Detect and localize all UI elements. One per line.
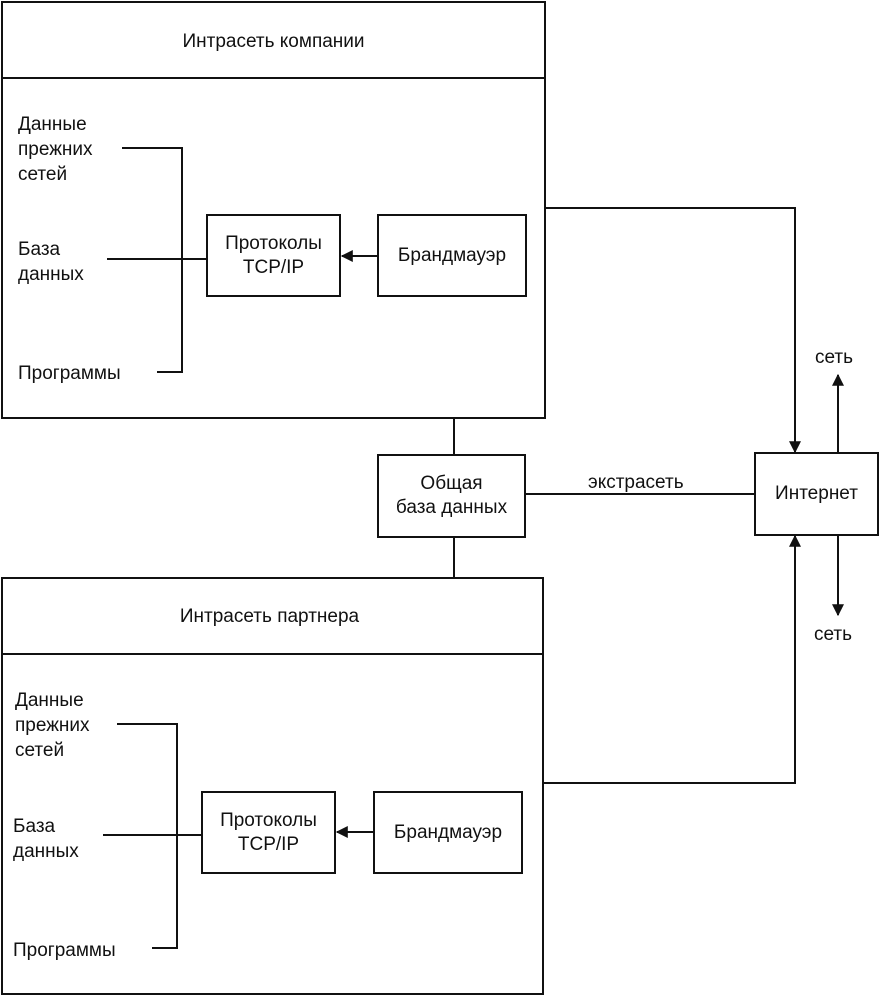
- partner-database-text: База данных: [13, 816, 79, 862]
- partner-legacy-data-text: Данные прежних сетей: [15, 690, 90, 761]
- partner-firewall-label: Брандмауэр: [374, 792, 522, 873]
- company-intranet-title: Интрасеть компании: [182, 31, 365, 52]
- shared-db-label: Общая база данных: [378, 455, 525, 537]
- internet-label: Интернет: [755, 453, 878, 535]
- company-firewall-text: Брандмауэр: [397, 244, 507, 266]
- company-programs-label: Программы: [18, 363, 121, 384]
- company-to-internet-arrow: [545, 207, 801, 454]
- shared-db-text: Общая база данных: [395, 473, 508, 518]
- company-database-text: База данных: [18, 239, 84, 285]
- partner-protocols-text: Протоколы TCP/IP: [220, 809, 317, 855]
- company-database-label: База данных: [18, 237, 84, 287]
- partner-protocols-label: Протоколы TCP/IP: [202, 792, 335, 873]
- partner-programs-label: Программы: [13, 940, 116, 961]
- company-firewall-label: Брандмауэр: [378, 215, 526, 296]
- company-legacy-data-text: Данные прежних сетей: [18, 114, 93, 185]
- partner-database-label: База данных: [13, 814, 79, 864]
- company-protocols-label: Протоколы TCP/IP: [207, 215, 340, 296]
- company-protocols-text: Протоколы TCP/IP: [225, 232, 322, 278]
- company-protocols-box: [206, 214, 341, 297]
- internet-text: Интернет: [775, 483, 858, 504]
- extranet-label: экстрасеть: [588, 472, 684, 493]
- net-up-label: сеть: [815, 347, 854, 368]
- partner-legacy-data-label: Данные прежних сетей: [15, 688, 90, 763]
- partner-intranet-frame: [1, 577, 544, 995]
- net-down-label: сеть: [814, 624, 853, 645]
- partner-intranet-title: Интрасеть партнера: [179, 606, 360, 627]
- partner-protocols-box: [201, 791, 336, 874]
- company-intranet-frame: [1, 1, 546, 419]
- partner-to-internet-arrow: [543, 534, 801, 784]
- company-legacy-data-label: Данные прежних сетей: [18, 112, 93, 187]
- shared-db-box: [377, 454, 526, 538]
- partner-firewall-text: Брандмауэр: [393, 821, 503, 843]
